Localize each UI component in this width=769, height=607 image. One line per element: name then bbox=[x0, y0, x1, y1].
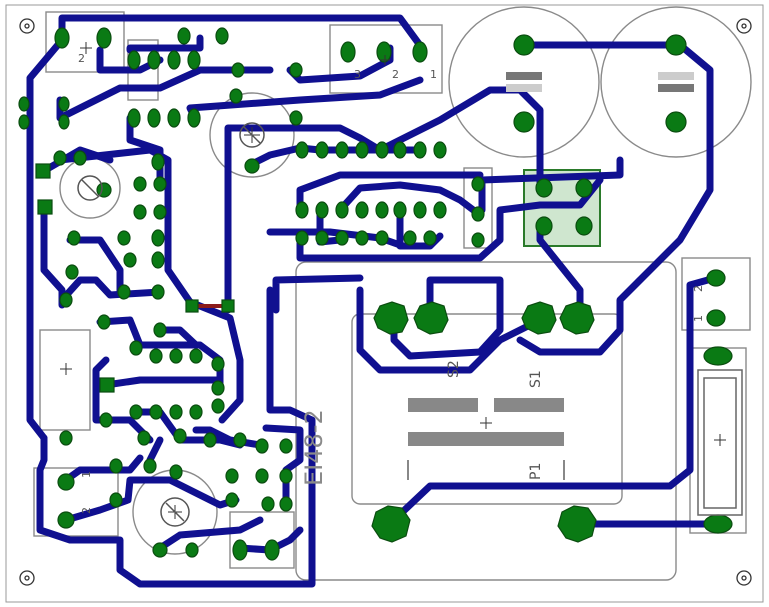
connector-top-left-outline bbox=[45, 11, 125, 73]
capacitor-small-outline bbox=[463, 167, 493, 249]
connector-top-pin-3: 3 bbox=[354, 68, 361, 81]
pin-label-s1: S1 bbox=[528, 370, 544, 388]
connector-right-pin-2: 2 bbox=[692, 285, 705, 292]
mount-hole-icon bbox=[19, 18, 752, 586]
pads bbox=[18, 27, 733, 561]
connector-left-pin-2: 2 bbox=[78, 52, 85, 65]
pin-label-p1: P1 bbox=[528, 463, 544, 480]
transformer-label: EI48-2 bbox=[300, 409, 328, 486]
connector-right-outline bbox=[681, 257, 751, 331]
capacitor-left-outline bbox=[448, 6, 600, 158]
connector-right-pin-1: 1 bbox=[692, 315, 705, 322]
connector-top-pin-2: 2 bbox=[392, 68, 399, 81]
board-outline bbox=[5, 4, 764, 603]
potentiometer-top-outline bbox=[209, 92, 295, 178]
potentiometer-icon bbox=[77, 122, 265, 527]
ic-left-outline bbox=[39, 329, 91, 431]
connector-bottom-pin-1: 1 bbox=[80, 471, 93, 478]
capacitor-right-outline bbox=[600, 6, 752, 158]
capacitor-icon bbox=[506, 72, 694, 92]
traces bbox=[26, 14, 724, 588]
fuse-icon bbox=[697, 369, 743, 516]
transformer-core-outline bbox=[351, 313, 623, 505]
transformer-outline bbox=[295, 261, 677, 581]
silk-marks bbox=[60, 42, 726, 519]
connector-bottom-pin-2: 2 bbox=[80, 507, 93, 514]
connector-top-pin-1: 1 bbox=[430, 68, 437, 81]
pin-label-s2: S2 bbox=[446, 360, 462, 378]
transformer-windings bbox=[407, 398, 565, 480]
